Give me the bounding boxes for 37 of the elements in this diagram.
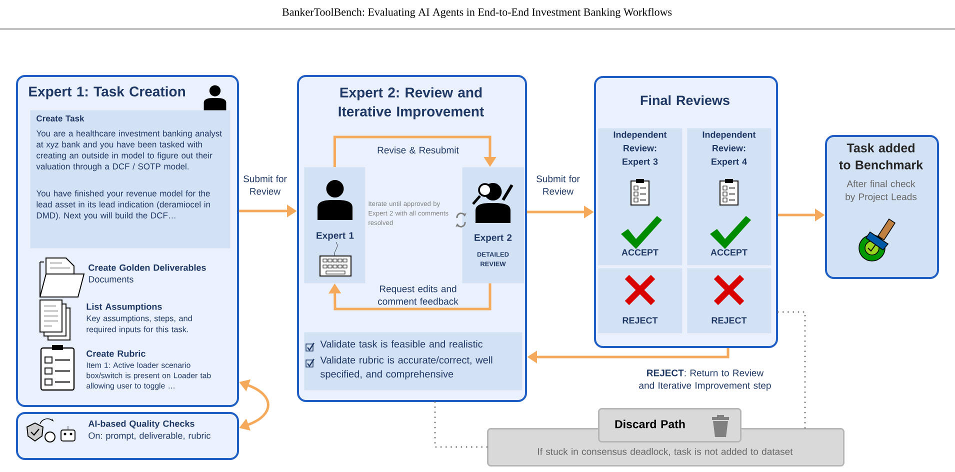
box-text: After final check by Project Leads (846, 180, 917, 202)
checklist-item: Validate rubric is accurate/correct, well specified, and comprehensive (320, 356, 492, 380)
paragraph: You are a healthcare investment banking analyst at xyz bank and you have been tasked with creating an outside in model to figure out their valuation through a DCF / SOTP model. (36, 130, 222, 172)
arrow (328, 283, 492, 310)
arrow (333, 136, 496, 167)
verdict-text: ACCEPT (622, 249, 658, 256)
card-heading: Create Task (36, 115, 84, 122)
dotted-line (777, 311, 806, 429)
expert-name: Expert 1 (316, 232, 354, 241)
edge-label: Revise & Resubmit (378, 146, 459, 154)
item-heading: Create Rubric (86, 350, 146, 357)
checklist-item: Validate task is feasible and realistic (320, 340, 483, 348)
panel-heading: Expert 1: Task Creation (29, 86, 185, 100)
item-heading: List Assumptions (86, 303, 162, 312)
box-heading: Discard Path (615, 420, 685, 428)
verdict-text: REJECT (712, 317, 747, 324)
edge-label: Submit for Review (244, 175, 287, 195)
edge-label: Submit for Review (536, 175, 580, 195)
item-text: Documents (88, 276, 134, 282)
item-text: Key assumptions, steps, and required inputs for this task. (86, 315, 192, 334)
box-text: If stuck in consensus deadlock, task is not added to dataset (538, 448, 793, 456)
box-heading: Task added to Benchmark (839, 143, 924, 170)
verdict-text: ACCEPT (710, 249, 748, 256)
expert-name: Expert 2 (474, 234, 512, 243)
card-heading: Independent Review: Expert 3 (614, 131, 667, 167)
dotted-line (434, 401, 488, 448)
box-text: On: prompt, deliverable, rubric (88, 432, 210, 441)
verdict-text: REJECT (622, 317, 658, 324)
panel-heading: Expert 2: Review and Iterative Improvement (338, 87, 484, 120)
item-heading: Create Golden Deliverables (88, 264, 206, 271)
card-heading: Independent Review: Expert 4 (702, 131, 756, 167)
paragraph: You have finished your revenue model for the lead asset in its lead indication (deramiocel in DMD). Next you will build the DCF… (36, 190, 210, 220)
box-heading: AI-based Quality Checks (88, 420, 194, 429)
title: BankerToolBench: Evaluating AI Agents in End-to-End Investment Banking Workflows (282, 8, 672, 18)
panel-heading: Final Reviews (640, 95, 730, 106)
edge-label: REJECT: Return to Review and Iterative Improvement step (639, 369, 771, 391)
edge-label: Request edits and comment feedback (378, 285, 458, 305)
